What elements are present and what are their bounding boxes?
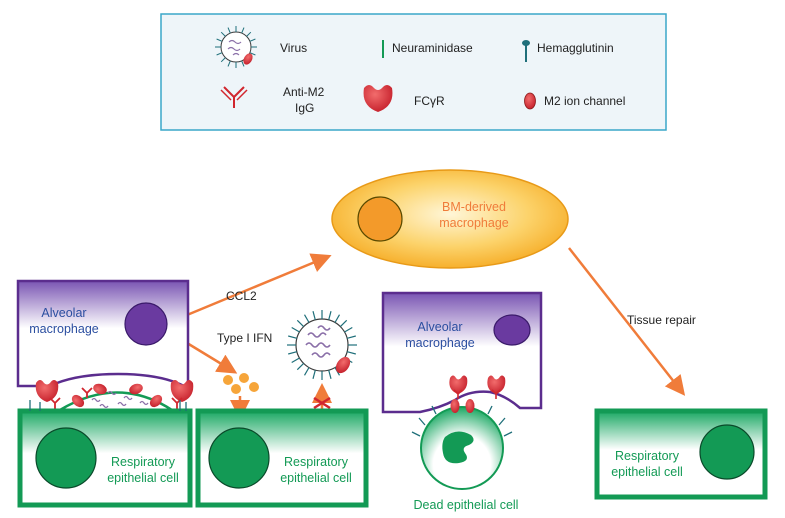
bm-macrophage-label-line2: macrophage — [439, 216, 509, 230]
free-virus-icon — [287, 310, 357, 380]
legend-panel: Virus Neuraminidase Hemagglutinin Anti-M… — [160, 13, 667, 131]
legend-fcr-label: FCγR — [414, 94, 445, 108]
fc-receptor-icon — [487, 375, 506, 394]
left-alveolar-label-line1: Alveolar — [41, 306, 86, 320]
fc-receptor-icon — [449, 375, 468, 394]
type-ifn-label: Type I IFN — [217, 331, 272, 345]
epithelial-cell-3: Respiratory epithelial cell — [594, 408, 768, 500]
legend-anti-m2-line1: Anti-M2 — [283, 85, 325, 99]
fc-receptor-icon — [35, 380, 59, 402]
blocked-x-icon — [313, 396, 331, 410]
dead-cell-surface-proteins — [411, 405, 513, 437]
virus-icon — [215, 26, 257, 68]
alveolar-macrophage-left: Alveolar macrophage — [16, 279, 194, 402]
tissue-repair-label: Tissue repair — [627, 313, 696, 327]
legend-hemagglutinin-label: Hemagglutinin — [537, 41, 614, 55]
ifn-arrow — [186, 341, 238, 374]
cell1-nucleus — [35, 427, 97, 489]
ifn-molecules — [223, 373, 259, 394]
dead-cell-nucleus — [442, 431, 474, 464]
antibody-icon — [220, 86, 248, 108]
antibody-icon — [453, 389, 501, 399]
legend-virus-label: Virus — [280, 41, 307, 55]
virus-spikes — [287, 310, 357, 380]
antibody-icon — [49, 387, 183, 409]
epithelial-cell-2: Respiratory epithelial cell — [195, 408, 369, 508]
virus-rna — [305, 325, 331, 358]
m2-channel-icon — [524, 92, 536, 110]
cell2-label-line1: Respiratory — [284, 455, 349, 469]
cell3-label-line1: Respiratory — [615, 449, 680, 463]
legend-box — [160, 13, 667, 131]
arrows — [186, 247, 686, 420]
cell1-label-line1: Respiratory — [111, 455, 176, 469]
right-macrophage-nucleus — [493, 314, 531, 346]
fc-receptor-icon — [363, 85, 393, 112]
cell1-label-line2: epithelial cell — [107, 471, 179, 485]
left-macrophage-nucleus — [124, 302, 168, 346]
cell2-label-line2: epithelial cell — [280, 471, 352, 485]
legend-neuraminidase-label: Neuraminidase — [392, 41, 473, 55]
cell2-nucleus — [208, 427, 270, 489]
epithelial-cell-1: Respiratory epithelial cell — [17, 400, 193, 508]
bm-macrophage-nucleus — [357, 196, 403, 242]
dead-cell-label: Dead epithelial cell — [414, 498, 519, 512]
right-alveolar-label-line2: macrophage — [405, 336, 475, 350]
legend-anti-m2-line2: IgG — [295, 101, 314, 115]
right-alveolar-label-line1: Alveolar — [417, 320, 462, 334]
ccl2-label: CCL2 — [226, 289, 257, 303]
dead-epithelial-cell: Dead epithelial cell — [411, 399, 519, 512]
bm-macrophage-label-line1: BM-derived — [442, 200, 506, 214]
cell3-label-line2: epithelial cell — [611, 465, 683, 479]
cell3-nucleus — [699, 424, 755, 480]
alveolar-macrophage-right: Alveolar macrophage — [381, 291, 543, 414]
bm-derived-macrophage: BM-derived macrophage — [331, 169, 569, 269]
fc-receptor-icon — [170, 380, 194, 402]
infected-cell-bulge — [49, 383, 183, 412]
hemagglutinin-icon — [522, 40, 530, 62]
cell1-surface-proteins — [29, 400, 187, 411]
tissue-repair-arrow — [568, 247, 686, 396]
ccl2-arrow — [186, 253, 332, 317]
legend-m2-label: M2 ion channel — [544, 94, 625, 108]
left-alveolar-label-line2: macrophage — [29, 322, 99, 336]
